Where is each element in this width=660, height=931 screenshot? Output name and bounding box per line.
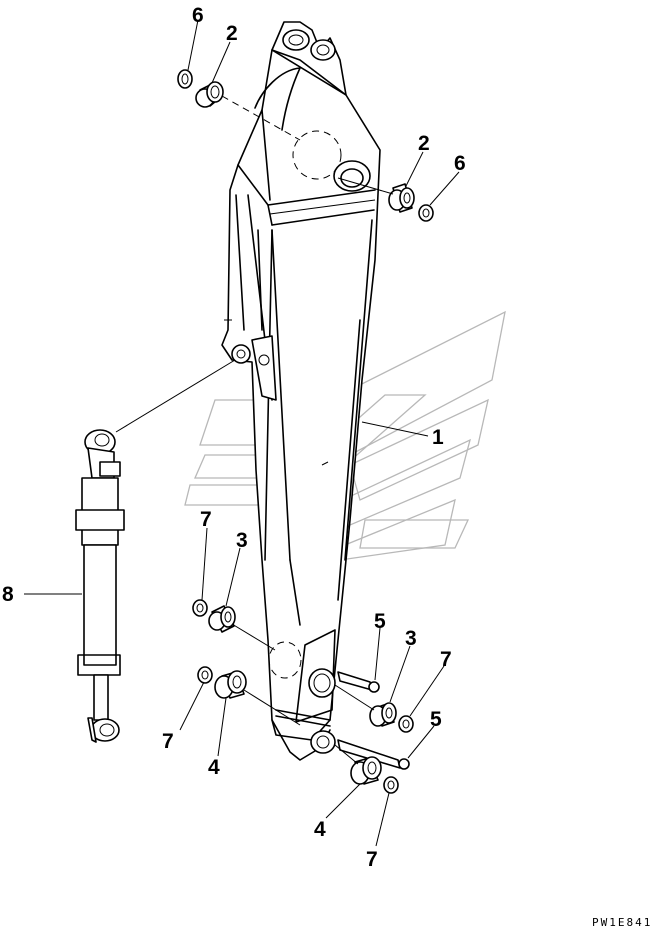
callout-1-arm: 1 [432, 426, 444, 449]
shim-7-right-lower [383, 776, 399, 794]
callout-3-right: 3 [405, 627, 417, 650]
callout-6-right: 6 [454, 152, 466, 175]
bushing-3-left [208, 605, 236, 633]
drawing-code: PW1E841 [592, 916, 652, 929]
callout-7-right-lower: 7 [366, 848, 378, 871]
bushing-4-right [350, 756, 382, 785]
shim-6-upper [177, 69, 193, 89]
callout-6-top-left: 6 [192, 4, 204, 27]
callout-5-lower: 5 [430, 708, 442, 731]
callout-8-cylinder: 8 [2, 583, 14, 606]
assembly-lines [115, 95, 394, 765]
arm-part-1 [221, 21, 381, 761]
callout-7-left-lower: 7 [162, 730, 174, 753]
bushing-3-right [369, 702, 397, 727]
bushing-2-right [388, 183, 415, 213]
callout-2-right: 2 [418, 132, 430, 155]
bushing-4-left [214, 670, 247, 699]
grease-fitting-upper [337, 671, 380, 693]
callout-4-right: 4 [314, 818, 326, 841]
callout-4-left: 4 [208, 756, 220, 779]
callout-3-left: 3 [236, 529, 248, 552]
callout-7-right-upper: 7 [440, 648, 452, 671]
grease-fitting-lower [337, 739, 410, 770]
leader-lines [24, 19, 460, 847]
callout-7-left-upper: 7 [200, 508, 212, 531]
shim-7-left-lower [197, 666, 213, 684]
cylinder-part-8 [75, 429, 125, 743]
callout-2-top-left: 2 [226, 22, 238, 45]
shim-7-left-upper [192, 599, 208, 617]
shim-6-right [418, 204, 434, 222]
shim-7-right-upper [398, 715, 414, 733]
callout-5-upper: 5 [374, 610, 386, 633]
bushing-2-upper [195, 81, 224, 108]
